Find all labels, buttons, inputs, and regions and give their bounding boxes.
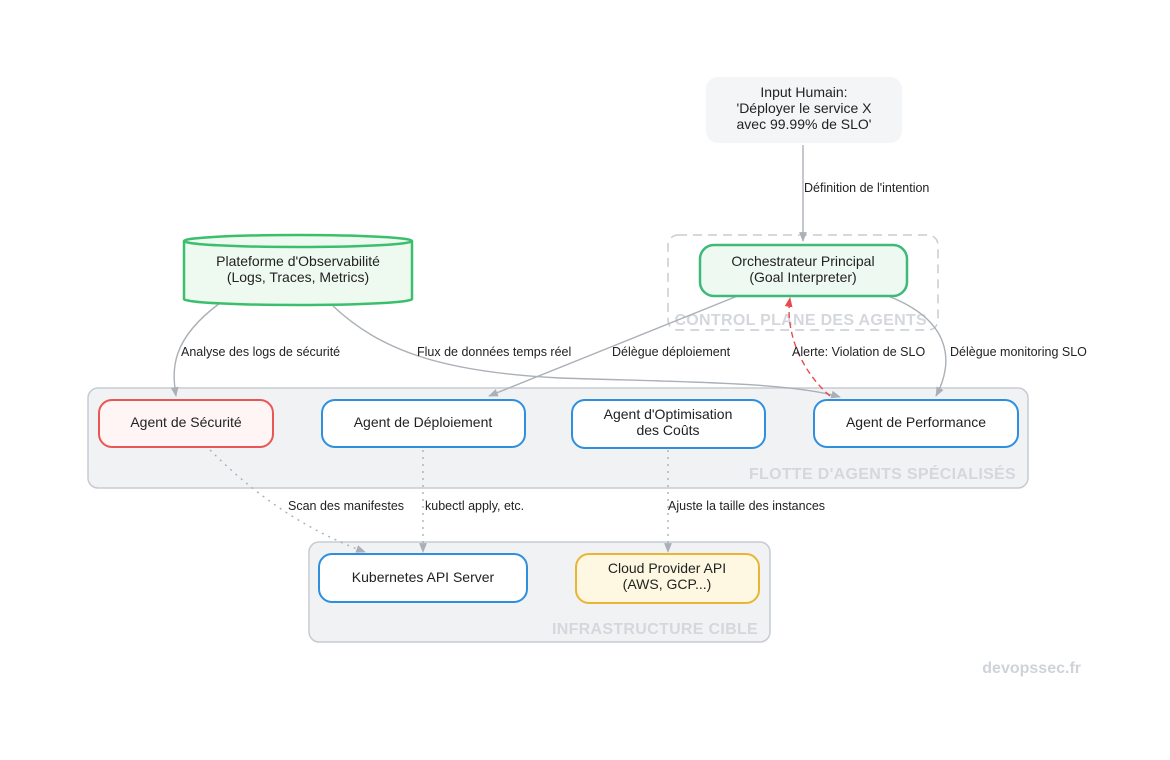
node-human-input-line-3: avec 99.99% de SLO'	[737, 116, 872, 132]
edge-delegate-deploy: Délègue déploiement	[488, 294, 741, 397]
edge-label-stream: Flux de données temps réel	[417, 345, 571, 359]
node-agent-cost: Agent d'Optimisation des Coûts	[571, 399, 766, 449]
node-orchestrator-line-2: (Goal Interpreter)	[749, 269, 856, 285]
edge-label-logs-security: Analyse des logs de sécurité	[181, 345, 340, 359]
node-cloud-provider-line-2: (AWS, GCP...)	[623, 576, 712, 592]
node-agent-cost-line-1: Agent d'Optimisation	[604, 406, 733, 422]
edge-label-kubectl: kubectl apply, etc.	[425, 499, 524, 513]
edge-label-alert: Alerte: Violation de SLO	[792, 345, 925, 359]
node-kubernetes-api-label: Kubernetes API Server	[352, 569, 495, 585]
node-agent-security-label: Agent de Sécurité	[130, 414, 242, 430]
node-agent-performance: Agent de Performance	[813, 399, 1019, 448]
node-human-input: Input Humain: 'Déployer le service X ave…	[706, 77, 902, 143]
node-observability-line-1: Plateforme d'Observabilité	[216, 253, 380, 269]
edge-label-delegate-deploy: Délègue déploiement	[612, 345, 731, 359]
node-agent-performance-label: Agent de Performance	[846, 414, 986, 430]
edge-label-intent: Définition de l'intention	[804, 181, 929, 195]
node-agent-deploy: Agent de Déploiement	[321, 399, 526, 448]
cluster-title-control-plane: CONTROL PLANE DES AGENTS	[674, 312, 927, 329]
edge-stream: Flux de données temps réel	[332, 305, 841, 399]
node-orchestrator: Orchestrateur Principal (Goal Interprete…	[698, 243, 909, 298]
node-agent-deploy-label: Agent de Déploiement	[354, 414, 493, 430]
edge-label-delegate-monitor: Délègue monitoring SLO	[950, 345, 1087, 359]
edge-intent: Définition de l'intention	[799, 145, 929, 242]
cluster-title-infra: INFRASTRUCTURE CIBLE	[552, 621, 758, 638]
node-cloud-provider-api: Cloud Provider API (AWS, GCP...)	[575, 553, 760, 604]
edge-kubectl: kubectl apply, etc.	[419, 450, 524, 553]
edge-scan: Scan des manifestes	[209, 449, 404, 553]
node-cloud-provider-line-1: Cloud Provider API	[608, 560, 726, 576]
node-observability-database: Plateforme d'Observabilité (Logs, Traces…	[182, 233, 414, 307]
edge-resize: Ajuste la taille des instances	[664, 450, 825, 553]
node-kubernetes-api: Kubernetes API Server	[318, 553, 528, 603]
cluster-title-fleet: FLOTTE D'AGENTS SPÉCIALISÉS	[749, 464, 1016, 483]
node-agent-cost-line-2: des Coûts	[636, 422, 699, 438]
edge-label-resize: Ajuste la taille des instances	[668, 499, 825, 513]
node-human-input-line-1: Input Humain:	[760, 84, 847, 100]
node-agent-security: Agent de Sécurité	[98, 399, 274, 448]
node-orchestrator-line-1: Orchestrateur Principal	[731, 253, 874, 269]
edge-logs-security: Analyse des logs de sécurité	[170, 302, 340, 397]
node-human-input-line-2: 'Déployer le service X	[737, 100, 873, 116]
edge-alert: Alerte: Violation de SLO	[784, 297, 925, 397]
watermark: devopssec.fr	[982, 660, 1081, 677]
node-observability-line-2: (Logs, Traces, Metrics)	[227, 269, 369, 285]
edge-delegate-monitor: Délègue monitoring SLO	[887, 295, 1087, 397]
edge-label-scan: Scan des manifestes	[288, 499, 404, 513]
